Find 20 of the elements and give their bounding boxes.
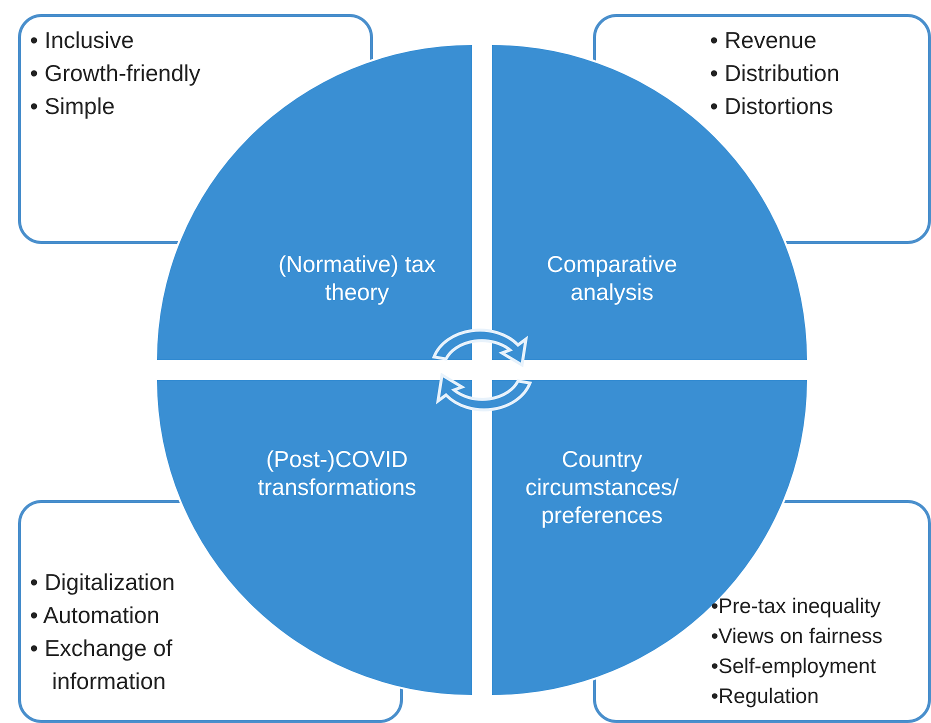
bullet-item: • Digitalization xyxy=(30,568,176,597)
bullet-item: •Views on fairness xyxy=(711,624,883,650)
bullet-item: • Distribution xyxy=(710,59,840,88)
bullet-item: • Revenue xyxy=(710,26,818,55)
rounded-text-box xyxy=(593,14,931,244)
segment-label: Comparative analysis xyxy=(546,250,678,306)
rounded-text-box xyxy=(18,500,403,723)
bullet-item: •Regulation xyxy=(711,684,820,710)
rounded-text-box xyxy=(18,14,373,244)
bullet-item: • Exchange of information xyxy=(30,634,174,696)
segment-label: (Normative) tax theory xyxy=(277,250,437,306)
bullet-item: • Inclusive xyxy=(30,26,135,55)
bullet-item: •Pre-tax inequality xyxy=(711,594,882,620)
segment-label: Country circumstances/ preferences xyxy=(524,445,680,529)
bullet-item: • Growth-friendly xyxy=(30,59,200,88)
bullet-item: • Distortions xyxy=(710,92,834,121)
bullet-item: • Automation xyxy=(30,601,161,630)
bullet-item: •Self-employment xyxy=(711,654,877,680)
bullet-item: • Simple xyxy=(30,92,116,121)
segment-label: (Post-)COVID transformations xyxy=(256,445,418,501)
